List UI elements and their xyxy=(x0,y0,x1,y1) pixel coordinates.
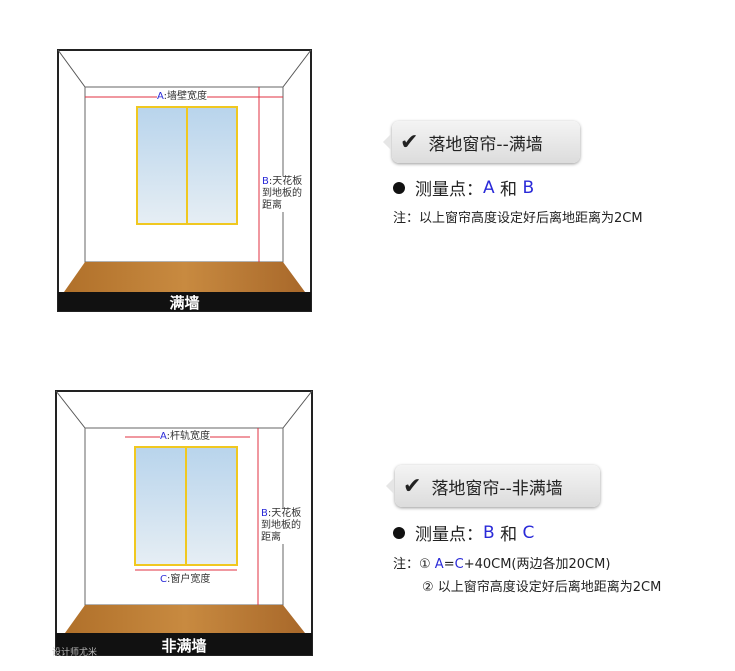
room-type-label: 满墙 xyxy=(169,294,200,312)
bullet-icon xyxy=(393,181,405,194)
note-2: ② 以上窗帘高度设定好后离地距离为2CM xyxy=(422,580,662,595)
label-b: B:天花板到地板的距离 xyxy=(262,176,303,212)
room-diagram-partial-wall: A:杆轨宽度 C:窗户宽度 B:天花板到地板的距离 非满墙 xyxy=(55,390,313,656)
checkmark-icon: ✔ xyxy=(400,129,419,155)
title-bubble: ✔ 落地窗帘--满墙 xyxy=(383,121,580,163)
room-diagram-full-wall: A:墙壁宽度 B:天花板到地板的距离 满墙 xyxy=(57,49,312,312)
note-1: 注：① A=C+40CM(两边各加20CM) xyxy=(393,557,611,572)
checkmark-icon: ✔ xyxy=(403,473,422,499)
label-b: B:天花板到地板的距离 xyxy=(261,508,302,544)
section-title: 落地窗帘--非满墙 xyxy=(431,478,563,499)
title-bubble: ✔ 落地窗帘--非满墙 xyxy=(386,465,600,507)
watermark: 设计师尤米 xyxy=(52,648,98,658)
label-c: C:窗户宽度 xyxy=(160,574,211,586)
note: 注：以上窗帘高度设定好后离地距离为2CM xyxy=(393,211,643,226)
section-title: 落地窗帘--满墙 xyxy=(428,134,543,155)
room-type-label: 非满墙 xyxy=(161,637,207,655)
measure-points: 测量点： B 和 C xyxy=(393,520,534,545)
bullet-icon xyxy=(393,526,405,539)
label-a: A:墙壁宽度 xyxy=(157,91,208,103)
measure-points: 测量点： A 和 B xyxy=(393,175,534,200)
label-a: A:杆轨宽度 xyxy=(160,431,211,443)
room-illustration xyxy=(55,390,313,656)
